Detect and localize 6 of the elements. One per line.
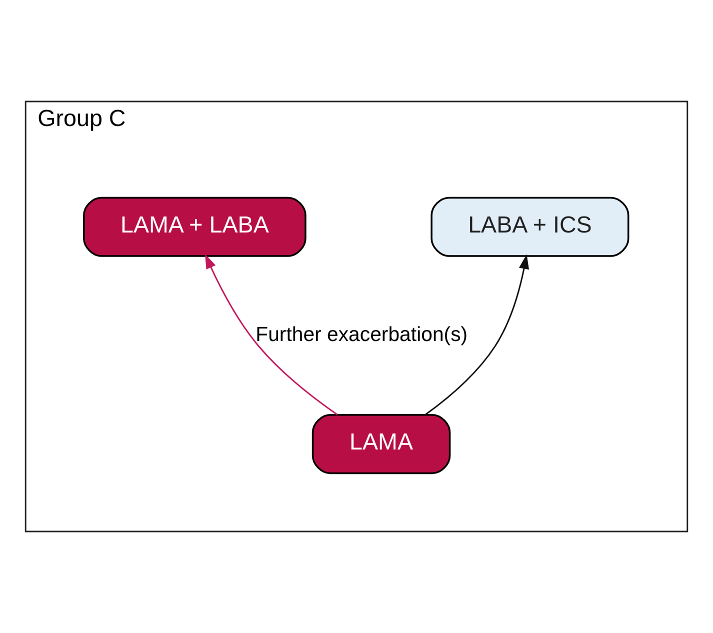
node-box: LAMA xyxy=(312,414,451,474)
edge-label: Further exacerbation(s) xyxy=(256,324,468,346)
arrow xyxy=(424,254,530,416)
arrow xyxy=(204,254,338,416)
node-box: LABA + ICS xyxy=(430,196,630,257)
node-box: LAMA + LABA xyxy=(83,196,306,257)
